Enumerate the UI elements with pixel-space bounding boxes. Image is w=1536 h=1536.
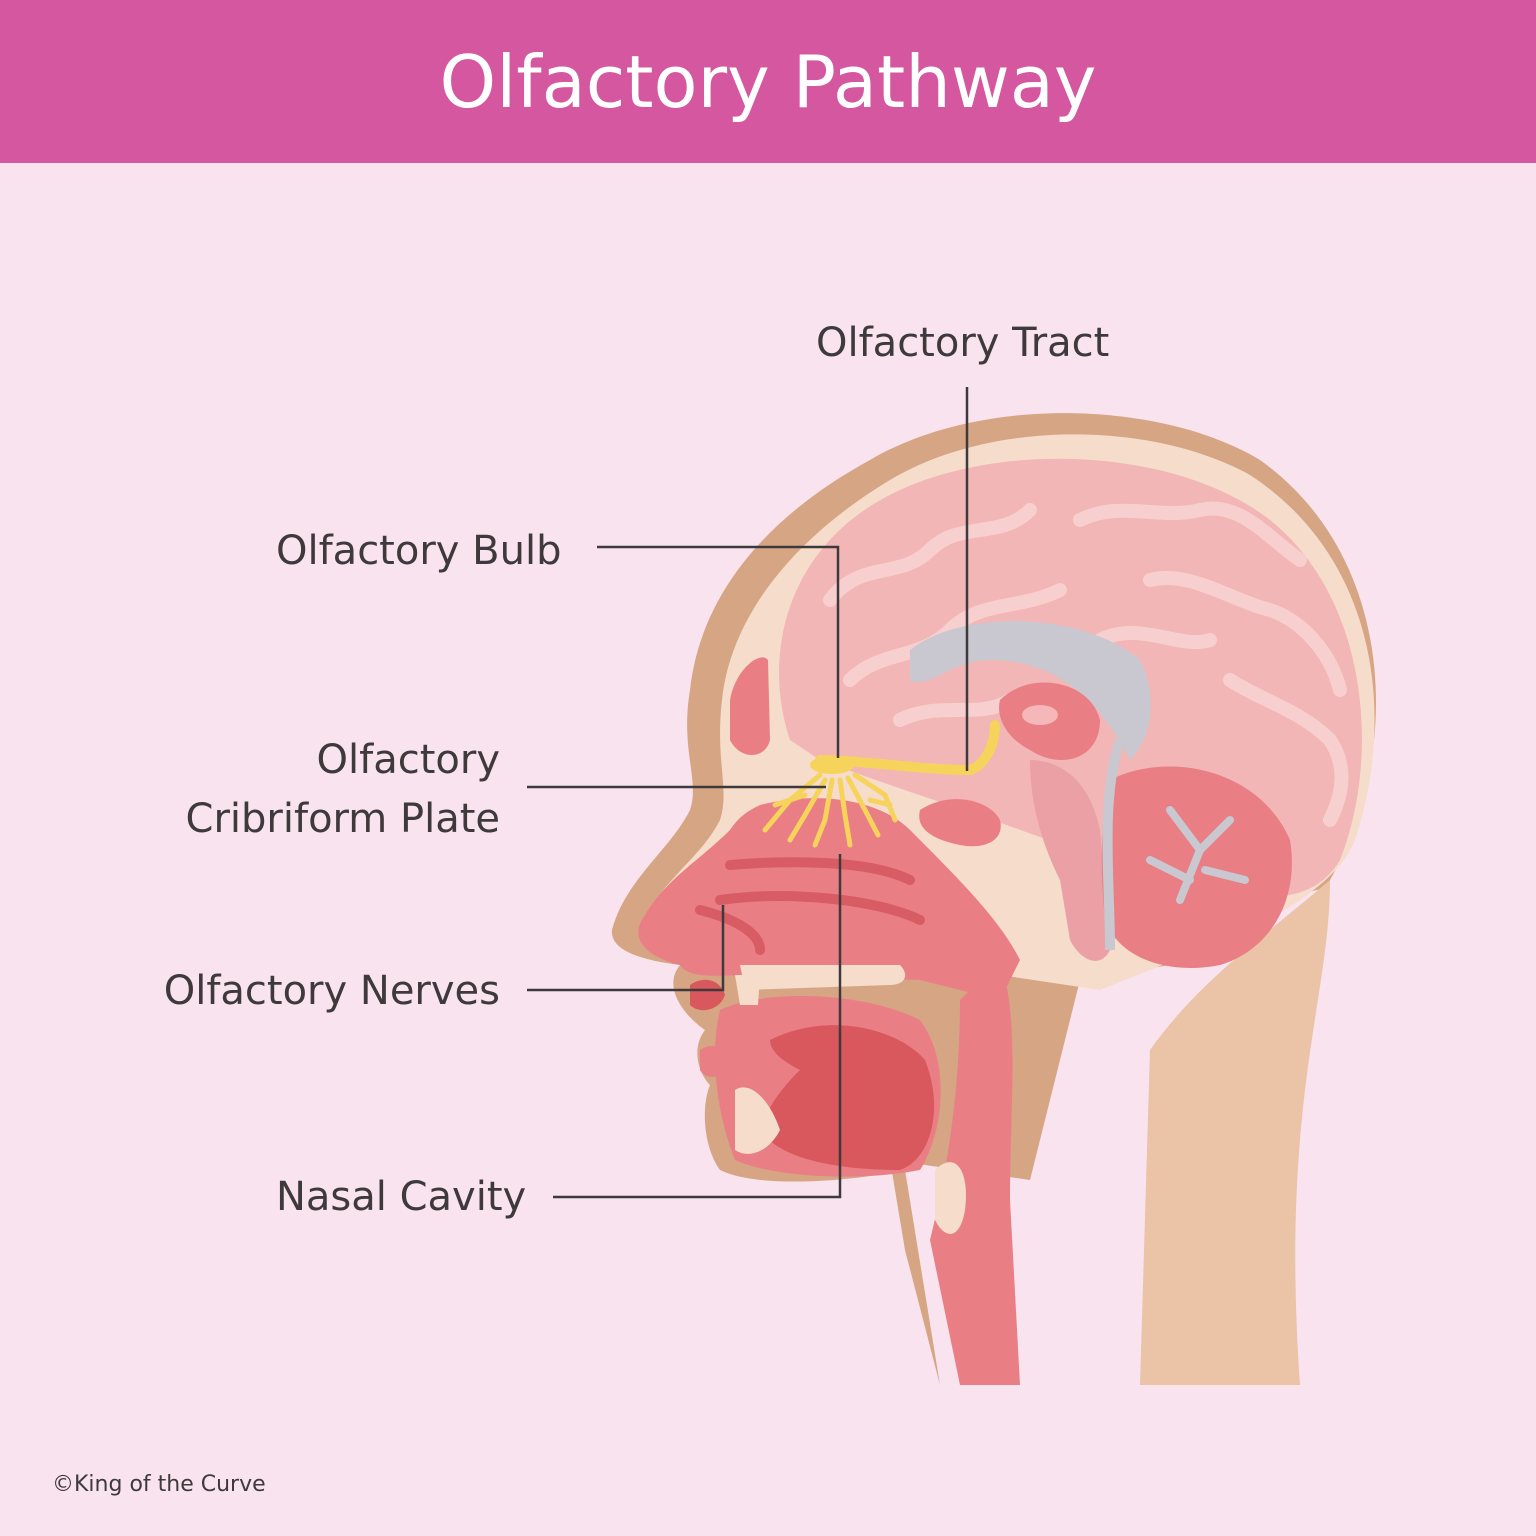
- label-nasal-cavity: Nasal Cavity: [276, 1174, 527, 1220]
- upper-lip: [690, 979, 725, 1011]
- corpus-callosum: [910, 621, 1151, 760]
- thalamus-core: [1022, 705, 1058, 725]
- arbor-vitae: [1146, 806, 1249, 904]
- label-cribriform-plate-line2: Cribriform Plate: [185, 796, 500, 842]
- upper-teeth: [735, 975, 760, 1005]
- ventricle: [1102, 738, 1125, 951]
- olfactory-bulb-shape: [810, 756, 854, 774]
- label-cribriform-plate-line1: Olfactory: [316, 737, 500, 783]
- hard-palate: [740, 965, 906, 990]
- pharynx: [930, 960, 1020, 1385]
- frontal-sinus: [730, 657, 770, 755]
- lower-lip: [700, 1045, 730, 1077]
- title-banner: Olfactory Pathway: [0, 0, 1536, 163]
- leader-bulb: [597, 545, 840, 758]
- label-olfactory-bulb: Olfactory Bulb: [276, 528, 562, 574]
- lower-teeth: [735, 1087, 780, 1154]
- leader-cavity: [553, 854, 842, 1199]
- copyright-notice: ©King of the Curve: [52, 1472, 266, 1497]
- neck-front: [1140, 880, 1330, 1385]
- leader-lines: [527, 387, 969, 1199]
- page-title: Olfactory Pathway: [439, 39, 1097, 124]
- leader-nerves: [527, 905, 725, 992]
- brain-gyri: [823, 501, 1349, 827]
- label-olfactory-tract: Olfactory Tract: [816, 320, 1110, 366]
- olfactory-tract-shape: [815, 720, 1000, 776]
- brainstem: [1030, 760, 1110, 961]
- olfactory-nerve-fibres: [762, 772, 898, 848]
- nasal-conchae: [695, 857, 925, 955]
- sphenoid-sinus: [919, 799, 1001, 847]
- epiglottis: [935, 1162, 966, 1234]
- tongue: [760, 1025, 935, 1170]
- label-olfactory-nerves: Olfactory Nerves: [163, 968, 500, 1014]
